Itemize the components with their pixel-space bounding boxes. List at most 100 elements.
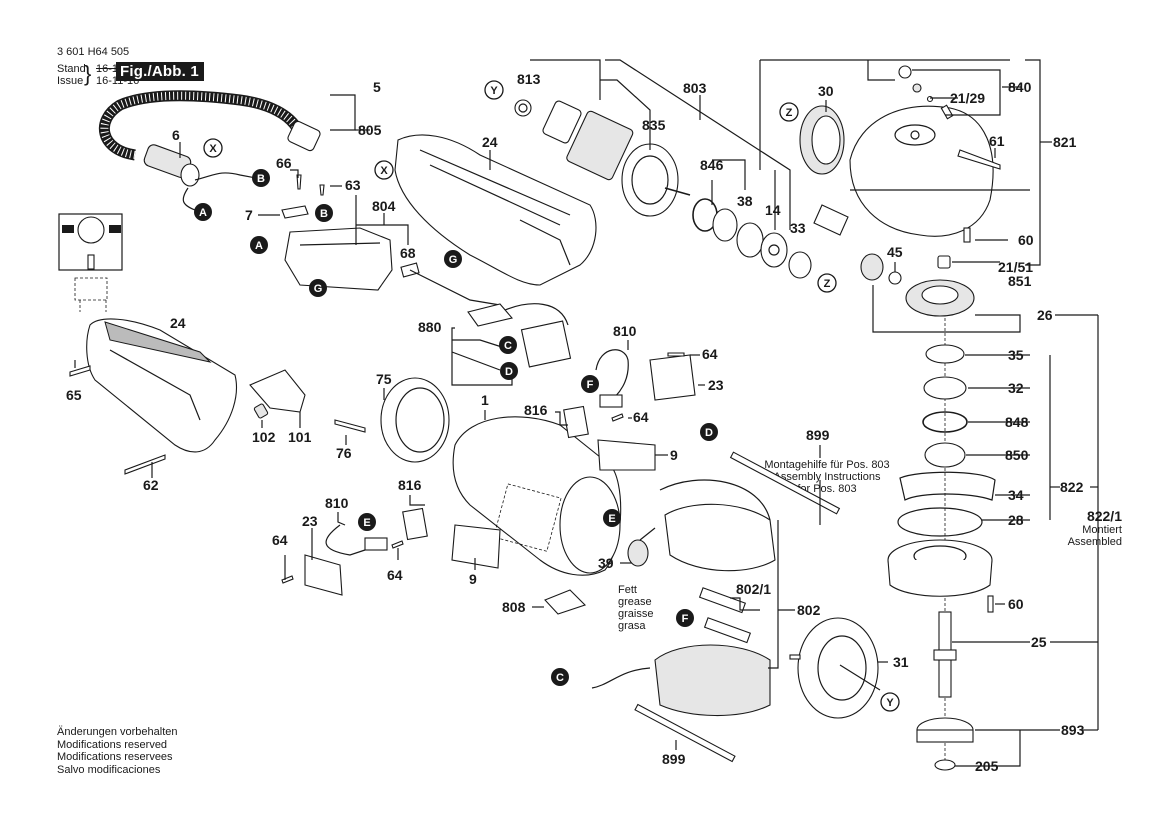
callout-21-51: 21/51 (998, 259, 1033, 275)
callout-205: 205 (975, 758, 999, 774)
callout-63: 63 (345, 177, 361, 193)
callout-38: 38 (737, 193, 753, 209)
figure-label: Fig./Abb. 1 (116, 62, 204, 81)
connector-marker-g: G (309, 279, 327, 297)
grease-note: Fett grease graisse grasa (618, 584, 653, 632)
callout-6: 6 (172, 127, 180, 143)
callout-24: 24 (170, 315, 186, 331)
callout-61: 61 (989, 133, 1005, 149)
connector-marker-d: D (500, 362, 518, 380)
grease-line: grasa (618, 620, 646, 632)
callout-803: 803 (683, 80, 707, 96)
connector-marker-y: Y (880, 692, 900, 712)
carbon-brush-upper-part (563, 349, 696, 439)
connector-letter: E (608, 513, 615, 525)
callout-802: 802 (797, 602, 821, 618)
connector-marker-g: G (444, 250, 462, 268)
assembly-help-line: for Pos. 803 (797, 483, 857, 495)
callout-7: 7 (245, 207, 253, 223)
connector-letter: E (363, 517, 370, 529)
callout-821: 821 (1053, 134, 1077, 150)
connector-marker-z: Z (817, 273, 837, 293)
connector-letter: A (199, 207, 207, 219)
callout-808: 808 (502, 599, 526, 615)
callout-31: 31 (893, 654, 909, 670)
connector-marker-a: A (194, 203, 212, 221)
callout-840: 840 (1008, 79, 1032, 95)
callout-64: 64 (387, 567, 403, 583)
connector-letter: Y (886, 697, 894, 709)
connector-marker-a: A (250, 236, 268, 254)
handle-part (69, 318, 306, 475)
callout-9: 9 (670, 447, 678, 463)
callout-75: 75 (376, 371, 392, 387)
callout-66: 66 (276, 155, 292, 171)
callout-846: 846 (700, 157, 724, 173)
callout-835: 835 (642, 117, 666, 133)
gear-housing-part (799, 65, 1001, 269)
connector-letter: X (380, 165, 388, 177)
assembly-help-line: Montagehilfe für Pos. 803 (764, 459, 890, 471)
callout-76: 76 (336, 445, 352, 461)
callout-23: 23 (708, 377, 724, 393)
connector-letter: B (320, 208, 328, 220)
callout-101: 101 (288, 429, 312, 445)
connector-markers: X B A B A G X G C D Y Z Z F D E E F C Y (194, 80, 900, 712)
connector-letter: C (556, 672, 564, 684)
callout-813: 813 (517, 71, 541, 87)
callout-23: 23 (302, 513, 318, 529)
stand-label: Stand (57, 63, 86, 75)
callout-39: 39 (598, 555, 614, 571)
wiring-schematic (58, 213, 123, 312)
callout-802-1: 802/1 (736, 581, 771, 597)
callout-64: 64 (702, 346, 718, 362)
connector-marker-e: E (603, 509, 621, 527)
callout-68: 68 (400, 245, 416, 261)
connector-marker-b: B (315, 204, 333, 222)
callout-28: 28 (1008, 512, 1024, 528)
connector-letter: G (449, 254, 458, 266)
callout-102: 102 (252, 429, 276, 445)
assembled-number: 822/1 (1086, 508, 1122, 524)
callout-810: 810 (613, 323, 637, 339)
callout-62: 62 (143, 477, 159, 493)
callout-24: 24 (482, 134, 498, 150)
footer-line: Salvo modificaciones (57, 763, 161, 776)
callout-14: 14 (765, 202, 781, 218)
connector-marker-f: F (581, 375, 599, 393)
callout-848: 848 (1005, 414, 1029, 430)
callout-851: 851 (1008, 273, 1032, 289)
callout-810: 810 (325, 495, 349, 511)
callout-65: 65 (66, 387, 82, 403)
connector-marker-f: F (676, 609, 694, 627)
bevel-gear-part (860, 253, 975, 317)
callout-34: 34 (1008, 487, 1024, 503)
grease-line: graisse (618, 608, 654, 620)
callout-880: 880 (418, 319, 442, 335)
assembly-help-note: Montagehilfe für Pos. 803 Assembly Instr… (752, 459, 902, 495)
spindle-stack-part (887, 318, 996, 771)
callout-805: 805 (358, 122, 382, 138)
issue-label: Issue (57, 75, 84, 87)
modifications-notice: Änderungen vorbehalten Modifications res… (57, 726, 177, 776)
callout-816: 816 (524, 402, 548, 418)
motor-housing-part (394, 134, 597, 286)
grease-line: Fett (618, 584, 637, 596)
connector-letter: X (209, 143, 217, 155)
connector-letter: Z (824, 278, 831, 290)
callout-850: 850 (1005, 447, 1029, 463)
connector-marker-c: C (499, 336, 517, 354)
connector-marker-x: X (203, 138, 223, 158)
leader-lines (74, 59, 1099, 767)
callout-816: 816 (398, 477, 422, 493)
connector-marker-y: Y (484, 80, 504, 100)
connector-marker-c: C (551, 668, 569, 686)
connector-letter: F (682, 613, 689, 625)
footer-line: Modifications reserved (57, 738, 168, 751)
callout-893: 893 (1061, 722, 1085, 738)
connector-letter: Z (786, 107, 793, 119)
connector-letter: D (705, 427, 713, 439)
callout-64: 64 (633, 409, 649, 425)
air-guide-ring-part (789, 617, 879, 719)
callout-5: 5 (373, 79, 381, 95)
